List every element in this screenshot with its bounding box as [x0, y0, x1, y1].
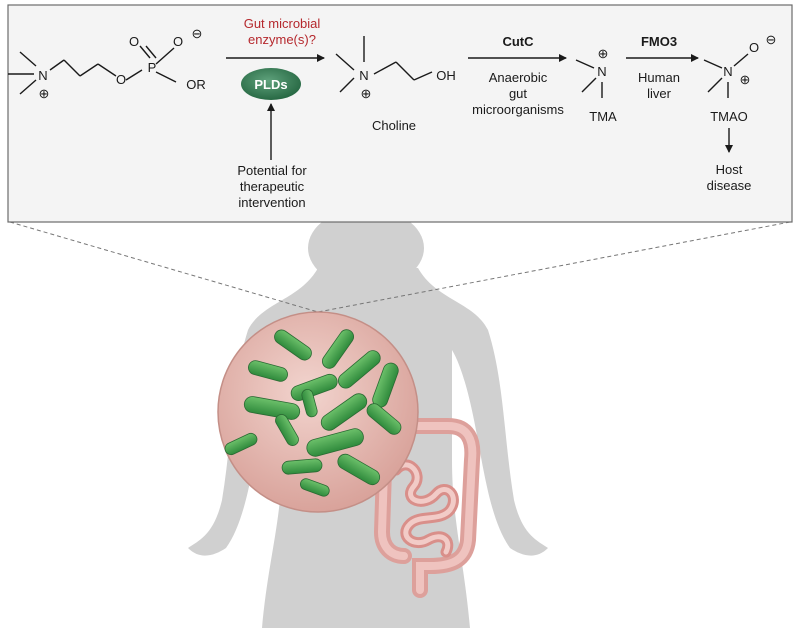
therapy-text-line3: intervention: [238, 195, 305, 210]
therapy-text-line1: Potential for: [237, 163, 307, 178]
human-liver-line2: liver: [647, 86, 672, 101]
anaerobic-text-line1: Anaerobic: [489, 70, 548, 85]
tmao-o-atom: O: [749, 40, 759, 55]
host-disease-line2: disease: [707, 178, 752, 193]
gut-bacteria: [224, 329, 402, 497]
pld-badge: [241, 68, 301, 100]
tma-n-atom: N: [597, 64, 606, 79]
tma-positive-charge: ⊕: [598, 46, 609, 61]
tmao-negative-charge: ⊖: [766, 32, 777, 47]
anaerobic-text-line3: microorganisms: [472, 102, 564, 117]
phospho-or-group: OR: [186, 77, 206, 92]
choline-molecule: N ⊕ OH Choline: [335, 36, 456, 133]
enzyme-question-line1: Gut microbial: [244, 16, 321, 31]
phospho-ester-o: O: [116, 72, 126, 87]
phospho-negative-charge: ⊖: [192, 26, 203, 41]
phospho-n-atom: N: [38, 68, 47, 83]
phospho-anionic-o: O: [173, 34, 183, 49]
tma-molecule: N ⊕ TMA: [575, 46, 617, 124]
choline-positive-charge: ⊕: [361, 86, 372, 101]
zoom-connector-lines: [9, 221, 791, 313]
phospho-p-atom: P: [148, 60, 157, 75]
pld-label: PLDs: [254, 77, 287, 92]
choline-name: Choline: [372, 118, 416, 133]
choline-n-atom: N: [359, 68, 368, 83]
phospho-double-o: O: [129, 34, 139, 49]
therapy-text-line2: therapeutic: [240, 179, 305, 194]
tmao-n-atom: N: [723, 64, 732, 79]
human-liver-line1: Human: [638, 70, 680, 85]
anaerobic-text-line2: gut: [509, 86, 527, 101]
pathway-panel: [7, 4, 793, 223]
phospho-positive-charge: ⊕: [39, 86, 50, 101]
tmao-molecule: N ⊕ O ⊖ TMAO: [703, 32, 777, 124]
magnified-gut-lens: [217, 311, 419, 513]
phospholipid-molecule: N ⊕ O P O O ⊖ OR: [8, 26, 206, 101]
fmo3-label: FMO3: [641, 34, 677, 49]
tmao-positive-charge: ⊕: [740, 72, 751, 87]
enzyme-question-line2: enzyme(s)?: [248, 32, 316, 47]
tma-name: TMA: [589, 109, 617, 124]
tmao-name: TMAO: [710, 109, 748, 124]
cutc-label: CutC: [502, 34, 534, 49]
host-disease-line1: Host: [716, 162, 743, 177]
choline-oh-group: OH: [436, 68, 456, 83]
